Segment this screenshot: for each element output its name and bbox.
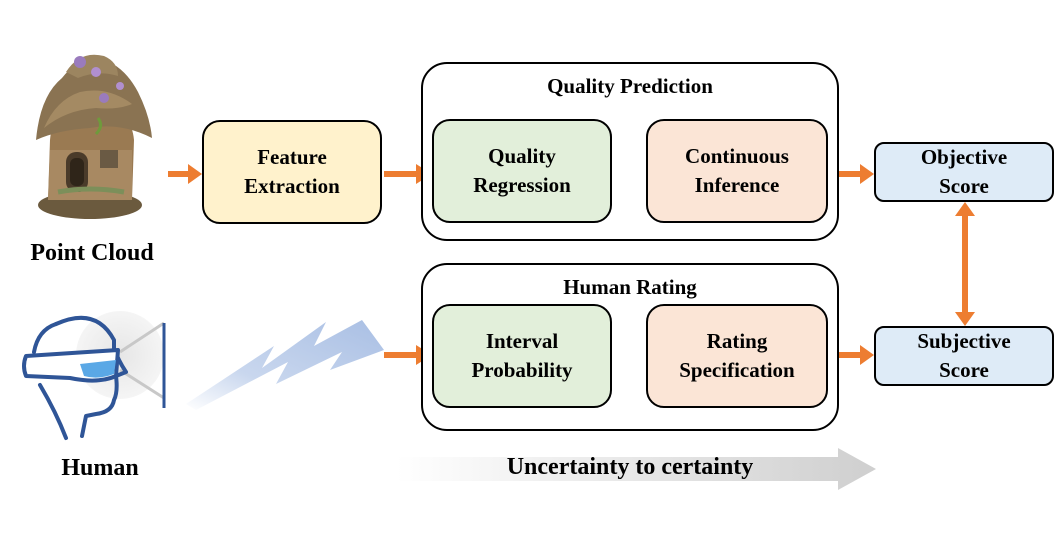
feature-extraction-line-2: Extraction	[244, 174, 340, 198]
interval-probability-line-2: Probability	[471, 358, 573, 382]
quality-prediction-title: Quality Prediction	[547, 74, 713, 98]
quality-regression-line-2: Regression	[473, 173, 571, 197]
objective-score-line-1: Objective	[920, 145, 1008, 169]
subjective-score-line-1: Subjective	[917, 329, 1011, 353]
uncertainty-gradient-arrow	[396, 448, 876, 490]
continuous-inference-line-1: Continuous	[685, 144, 789, 168]
arrow-objective-subjective-bidirectional	[955, 202, 975, 326]
house-point-cloud-icon	[36, 54, 152, 219]
arrow-pointcloud-to-feature	[168, 164, 202, 184]
point-cloud-label: Point Cloud	[30, 240, 154, 266]
interval-probability-line-1: Interval	[485, 329, 559, 353]
human-label: Human	[61, 455, 139, 481]
quality-regression-line-1: Quality	[488, 144, 556, 168]
continuous-inference-line-2: Inference	[694, 173, 780, 197]
uncertainty-label: Uncertainty to certainty	[506, 454, 754, 480]
subjective-score-line-2: Score	[939, 358, 989, 382]
feature-extraction-line-1: Feature	[257, 145, 327, 169]
human-rating-title: Human Rating	[563, 275, 697, 299]
human-vr-headset-icon	[22, 311, 166, 440]
rating-specification-line-1: Rating	[706, 329, 768, 353]
lightning-signal-icon	[186, 320, 384, 410]
rating-specification-line-2: Specification	[679, 358, 795, 382]
objective-score-line-2: Score	[939, 174, 989, 198]
